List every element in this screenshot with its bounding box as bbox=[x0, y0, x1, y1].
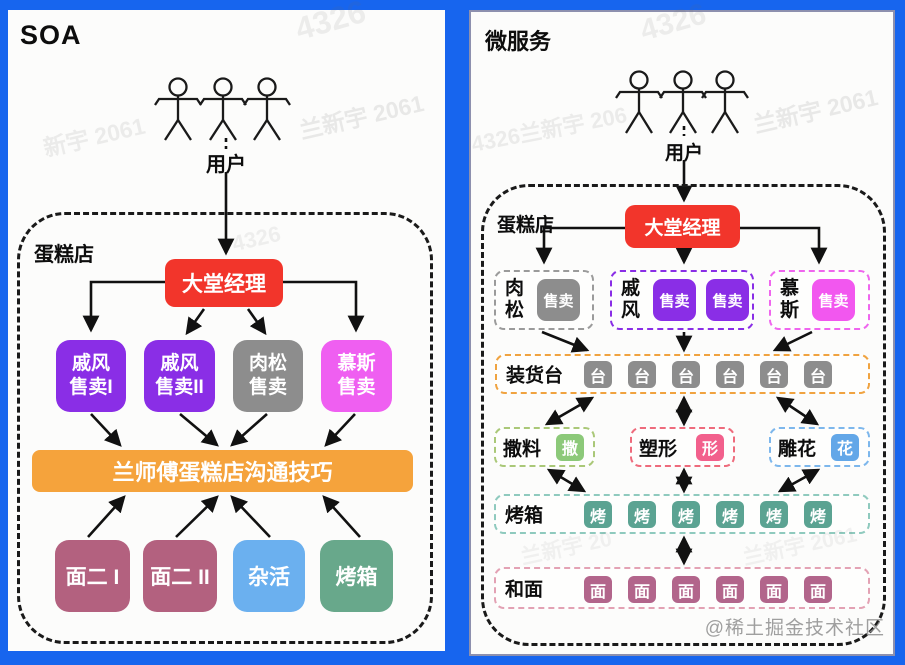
lobby-manager-box: 大堂经理 bbox=[625, 205, 740, 248]
oven-instance: 烤 bbox=[804, 501, 832, 528]
lobby-manager-box: 大堂经理 bbox=[165, 259, 283, 307]
user-icon bbox=[615, 70, 663, 134]
cake-shop-label: 蛋糕店 bbox=[34, 244, 94, 266]
dough-instance: 面 bbox=[804, 576, 832, 603]
dock-instance: 台 bbox=[804, 361, 832, 388]
station-shape: 塑形 形 bbox=[630, 427, 735, 467]
sale-instance: 售卖 bbox=[653, 279, 696, 321]
dock-instance: 台 bbox=[672, 361, 700, 388]
worker-box-dough-1: 面二 I bbox=[55, 540, 130, 612]
user-icon bbox=[701, 70, 749, 134]
user-icon bbox=[243, 77, 291, 141]
users-label: 用户 bbox=[665, 143, 704, 164]
cake-shop-boundary bbox=[481, 184, 886, 646]
cake-shop-boundary bbox=[17, 212, 433, 644]
worker-box-dough-2: 面二 II bbox=[143, 540, 217, 612]
sale-instance: 售卖 bbox=[812, 279, 855, 321]
worker-box-chores: 杂活 bbox=[233, 540, 305, 612]
dough-instance: 面 bbox=[672, 576, 700, 603]
soa-panel: SOA bbox=[8, 10, 445, 651]
loading-dock-band: 装货台 台 台 台 台 台 台 bbox=[495, 354, 870, 394]
dough-instance: 面 bbox=[716, 576, 744, 603]
oven-instance: 烤 bbox=[672, 501, 700, 528]
user-icon bbox=[154, 77, 202, 141]
users-label: 用户 bbox=[206, 154, 246, 176]
sale-group-mousse: 慕斯 售卖 bbox=[769, 270, 870, 330]
oven-instance: 烤 bbox=[716, 501, 744, 528]
microservices-title: 微服务 bbox=[485, 29, 552, 54]
user-icon bbox=[659, 70, 707, 134]
dough-band: 和面 面 面 面 面 面 面 bbox=[494, 567, 870, 609]
worker-box-oven: 烤箱 bbox=[320, 540, 393, 612]
oven-band: 烤箱 烤 烤 烤 烤 烤 烤 bbox=[494, 494, 870, 534]
dock-instance: 台 bbox=[584, 361, 612, 388]
community-credit: @稀土掘金技术社区 bbox=[704, 618, 885, 639]
dock-instance: 台 bbox=[760, 361, 788, 388]
dough-instance: 面 bbox=[760, 576, 788, 603]
microservices-panel: 微服务 bbox=[469, 10, 895, 656]
dough-instance: 面 bbox=[628, 576, 656, 603]
station-sprinkle: 撒料 撒 bbox=[494, 427, 595, 467]
sale-group-chiffon: 戚风 售卖 售卖 bbox=[610, 270, 754, 330]
esb-bar: 兰师傅蛋糕店沟通技巧 bbox=[32, 450, 413, 492]
soa-title: SOA bbox=[20, 20, 82, 50]
service-box-pork-floss: 肉松 售卖 bbox=[233, 340, 303, 412]
service-box-chiffon-1: 戚风 售卖I bbox=[56, 340, 126, 412]
station-instance: 形 bbox=[696, 433, 724, 461]
service-box-mousse: 慕斯 售卖 bbox=[321, 340, 392, 412]
oven-instance: 烤 bbox=[628, 501, 656, 528]
station-instance: 花 bbox=[831, 433, 859, 461]
station-carve: 雕花 花 bbox=[769, 427, 870, 467]
dough-instance: 面 bbox=[584, 576, 612, 603]
cake-shop-label: 蛋糕店 bbox=[497, 215, 555, 236]
service-box-chiffon-2: 戚风 售卖II bbox=[144, 340, 215, 412]
sale-instance: 售卖 bbox=[537, 279, 580, 321]
sale-instance: 售卖 bbox=[706, 279, 749, 321]
dock-instance: 台 bbox=[716, 361, 744, 388]
sale-group-pork-floss: 肉松 售卖 bbox=[494, 270, 594, 330]
dock-instance: 台 bbox=[628, 361, 656, 388]
oven-instance: 烤 bbox=[760, 501, 788, 528]
user-icon bbox=[199, 77, 247, 141]
oven-instance: 烤 bbox=[584, 501, 612, 528]
station-instance: 撒 bbox=[556, 433, 584, 461]
